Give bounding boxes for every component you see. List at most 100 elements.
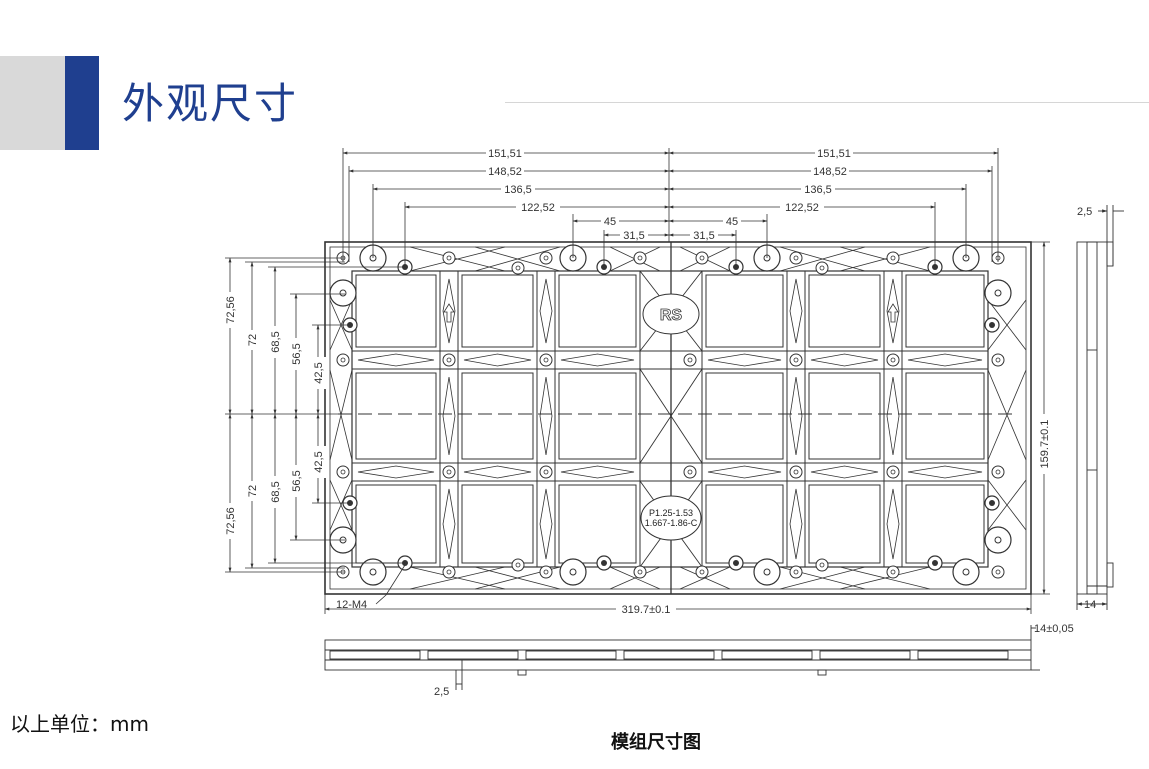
boss-hole — [559, 558, 587, 586]
mounting-holes — [329, 244, 1012, 586]
small-hole — [539, 353, 553, 367]
dim-left-lower-4: 42,5 — [313, 451, 325, 472]
label-line-1: P1.25-1.53 — [649, 508, 693, 518]
small-hole — [336, 465, 350, 479]
small-hole — [442, 465, 456, 479]
dim-left-upper-1: 72 — [247, 334, 259, 346]
led-cell — [808, 484, 881, 564]
small-hole — [511, 261, 525, 275]
small-hole — [886, 565, 900, 579]
small-hole — [511, 558, 525, 572]
page-title: 外观尺寸 — [122, 79, 299, 128]
small-hole — [815, 261, 829, 275]
small-hole — [633, 251, 647, 265]
led-cell — [558, 372, 637, 460]
led-cell — [905, 484, 985, 564]
small-hole — [695, 251, 709, 265]
small-hole — [789, 565, 803, 579]
small-hole — [336, 353, 350, 367]
small-hole — [991, 465, 1005, 479]
small-hole — [789, 465, 803, 479]
led-cell — [905, 274, 985, 348]
led-cell — [558, 274, 637, 348]
front-view — [324, 241, 1032, 595]
led-cell — [808, 372, 881, 460]
led-cell — [461, 372, 534, 460]
dim-top-left-1: 148,52 — [488, 166, 522, 178]
label-line-2: 1.667-1.86-C — [645, 518, 698, 528]
dim-left-lower-0: 72,56 — [225, 507, 237, 535]
figure-caption: 模组尺寸图 — [611, 732, 701, 753]
dim-left-lower-3: 56,5 — [291, 470, 303, 491]
small-hole — [886, 465, 900, 479]
small-hole — [633, 565, 647, 579]
led-cell — [808, 274, 881, 348]
dim-top-right-2: 136,5 — [804, 184, 832, 196]
small-hole — [886, 353, 900, 367]
side-view — [1076, 205, 1124, 610]
led-cell — [355, 274, 437, 348]
dim-top-right-5: 31,5 — [693, 230, 714, 242]
led-cell — [705, 372, 784, 460]
boss-hole — [952, 558, 980, 586]
led-cell — [705, 484, 784, 564]
small-hole — [789, 353, 803, 367]
side-offset-label: 2,5 — [1077, 206, 1092, 218]
dim-top-right-1: 148,52 — [813, 166, 847, 178]
header-gray-block — [0, 56, 65, 150]
left-dimension-labels: 72,56 72 68,5 56,5 42,5 72,56 72 68,5 56… — [222, 292, 326, 539]
dim-top-left-4: 45 — [604, 216, 616, 228]
dim-left-upper-4: 42,5 — [313, 362, 325, 383]
dim-left-lower-1: 72 — [247, 485, 259, 497]
bottom-thickness-label: 14±0,05 — [1034, 623, 1074, 635]
boss-hole — [329, 279, 357, 307]
led-cell — [461, 484, 534, 564]
top-dimension-labels: 151,51 148,52 136,5 122,52 45 31,5 151,5… — [486, 146, 853, 242]
led-cell — [355, 484, 437, 564]
dim-left-upper-3: 56,5 — [291, 343, 303, 364]
left-dimensions — [225, 257, 405, 573]
bottom-offset-label: 2,5 — [434, 686, 449, 698]
dim-left-lower-2: 68,5 — [270, 481, 282, 502]
small-hole — [695, 565, 709, 579]
small-hole — [539, 251, 553, 265]
led-cell — [558, 484, 637, 564]
header-divider — [505, 102, 1149, 103]
small-hole — [683, 353, 697, 367]
dim-left-upper-0: 72,56 — [225, 296, 237, 324]
dim-overall-width: 319.7±0.1 — [622, 604, 671, 616]
module-outline — [324, 241, 1032, 595]
top-dimensions — [342, 148, 999, 266]
small-hole — [886, 251, 900, 265]
small-hole — [991, 353, 1005, 367]
led-cell — [355, 372, 437, 460]
led-cell — [461, 274, 534, 348]
small-hole — [991, 565, 1005, 579]
hole-callout: 12-M4 — [336, 599, 367, 611]
bottom-view — [324, 625, 1040, 690]
cell-grid — [355, 274, 985, 564]
led-cell — [705, 274, 784, 348]
dim-left-upper-2: 68,5 — [270, 331, 282, 352]
boss-hole — [984, 526, 1012, 554]
boss-hole — [359, 558, 387, 586]
small-hole — [442, 353, 456, 367]
unit-note: 以上单位：mm — [10, 712, 149, 736]
small-hole — [442, 565, 456, 579]
led-cell — [905, 372, 985, 460]
boss-hole — [753, 558, 781, 586]
dim-top-right-3: 122,52 — [785, 202, 819, 214]
small-hole — [539, 565, 553, 579]
small-hole — [815, 558, 829, 572]
dim-overall-height: 159.7±0.1 — [1039, 420, 1051, 469]
side-thickness-label: 14 — [1084, 599, 1096, 611]
logo-text: RS — [660, 307, 683, 324]
dim-top-right-4: 45 — [726, 216, 738, 228]
dim-top-left-5: 31,5 — [623, 230, 644, 242]
dim-top-left-2: 136,5 — [504, 184, 532, 196]
boss-hole — [984, 279, 1012, 307]
small-hole — [442, 251, 456, 265]
dim-top-left-0: 151,51 — [488, 148, 522, 160]
dim-top-right-0: 151,51 — [817, 148, 851, 160]
